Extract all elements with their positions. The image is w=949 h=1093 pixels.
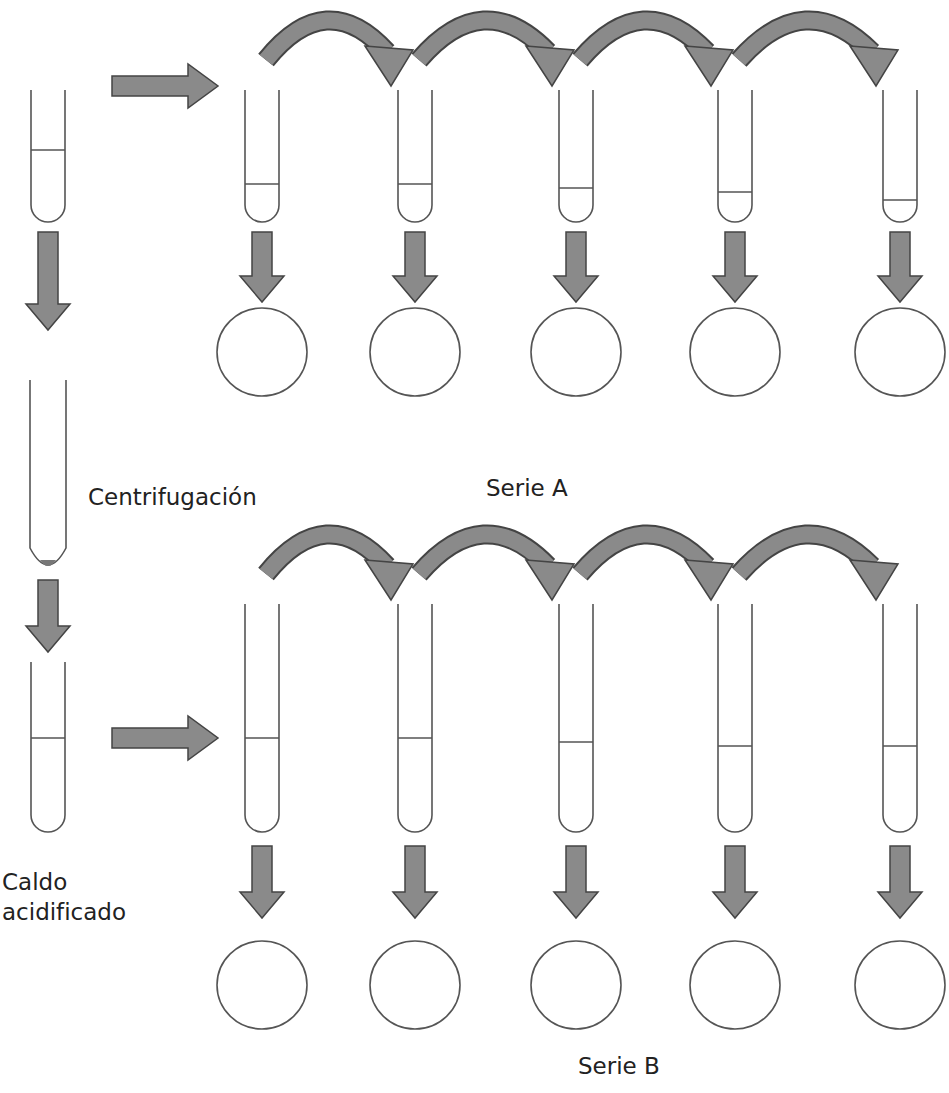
transfer-arrow-edge <box>419 20 548 60</box>
liquid-level <box>245 737 279 738</box>
transfer-arrow <box>419 20 548 60</box>
petri-dish <box>370 308 460 396</box>
liquid-level <box>883 199 917 200</box>
series-label: Serie B <box>578 1052 660 1082</box>
down-arrow <box>713 846 757 918</box>
petri-dish <box>217 308 307 396</box>
liquid-level <box>718 745 752 746</box>
down-arrow <box>878 232 922 302</box>
transfer-arrow-head <box>685 46 733 86</box>
test-tube <box>245 604 279 832</box>
liquid-level <box>398 737 432 738</box>
down-arrow <box>554 232 598 302</box>
transfer-arrow-edge <box>580 20 707 60</box>
down-arrow <box>240 846 284 918</box>
down-arrow <box>393 232 437 302</box>
liquid-level <box>718 191 752 192</box>
petri-dish <box>531 308 621 396</box>
transfer-arrow-head <box>685 560 733 600</box>
pellet <box>40 560 56 566</box>
liquid-level <box>398 183 432 184</box>
test-tube <box>883 604 917 832</box>
test-tube <box>883 90 917 222</box>
petri-dish <box>690 941 780 1029</box>
test-tube <box>31 662 65 832</box>
test-tube <box>245 90 279 222</box>
transfer-arrow <box>266 534 387 574</box>
right-arrow <box>112 64 218 108</box>
transfer-arrow <box>580 534 707 574</box>
medium-label: Caldo acidificado <box>2 868 192 928</box>
process-label: Centrifugación <box>88 483 257 513</box>
down-arrow <box>393 846 437 918</box>
down-arrow <box>554 846 598 918</box>
petri-dish <box>370 941 460 1029</box>
transfer-arrow-head <box>365 46 413 86</box>
test-tube <box>398 90 432 222</box>
transfer-arrow-edge <box>266 20 387 60</box>
down-arrow <box>878 846 922 918</box>
liquid-level <box>31 737 65 738</box>
petri-dish <box>217 941 307 1029</box>
down-arrow <box>240 232 284 302</box>
transfer-arrow <box>419 534 548 574</box>
liquid-level <box>883 745 917 746</box>
down-arrow <box>713 232 757 302</box>
petri-dish <box>855 308 945 396</box>
transfer-arrow-edge <box>739 20 872 60</box>
liquid-level <box>559 187 593 188</box>
transfer-arrow-head <box>850 560 898 600</box>
petri-dish <box>855 941 945 1029</box>
transfer-arrow <box>739 534 872 574</box>
test-tube <box>559 90 593 222</box>
series-label: Serie A <box>486 474 568 504</box>
transfer-arrow-edge <box>739 534 872 574</box>
liquid-level <box>31 149 65 150</box>
transfer-arrow-head <box>526 46 574 86</box>
petri-dish <box>531 941 621 1029</box>
down-arrow <box>26 232 70 330</box>
transfer-arrow-head <box>850 46 898 86</box>
transfer-arrow-head <box>365 560 413 600</box>
transfer-arrow <box>580 20 707 60</box>
test-tube <box>31 90 65 222</box>
transfer-arrow-edge <box>266 534 387 574</box>
down-arrow <box>26 580 70 652</box>
liquid-level <box>245 183 279 184</box>
test-tube <box>559 604 593 832</box>
test-tube <box>718 604 752 832</box>
transfer-arrow-edge <box>419 534 548 574</box>
test-tube <box>398 604 432 832</box>
petri-dish <box>690 308 780 396</box>
transfer-arrow-edge <box>580 534 707 574</box>
right-arrow <box>112 716 218 760</box>
centrifuge-tube <box>30 380 66 565</box>
transfer-arrow <box>739 20 872 60</box>
transfer-arrow-head <box>526 560 574 600</box>
liquid-level <box>559 741 593 742</box>
transfer-arrow <box>266 20 387 60</box>
test-tube <box>718 90 752 222</box>
